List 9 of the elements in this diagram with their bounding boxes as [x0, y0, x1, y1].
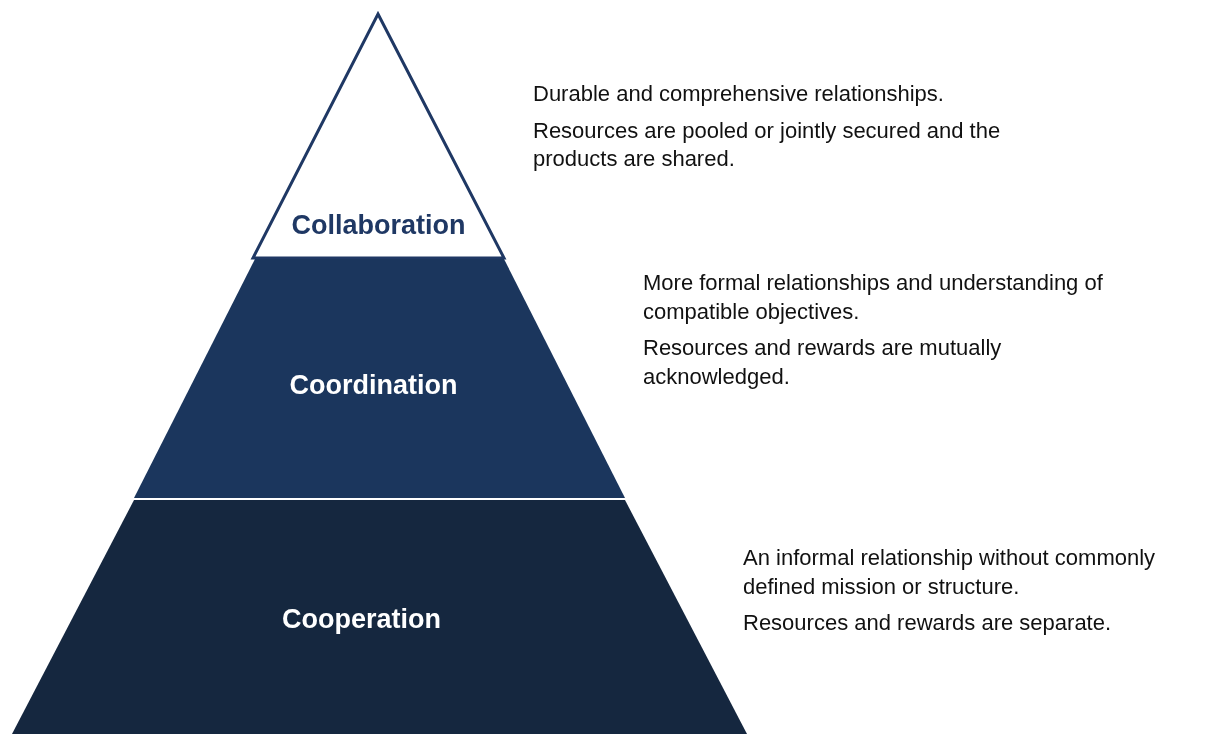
tier-label: Coordination [288, 370, 459, 401]
description-text: An informal relationship without commonly defined mission or structure. [743, 544, 1157, 601]
description-text: More formal relationships and understanding of compatible objectives. [643, 269, 1104, 326]
description-text: Resources and rewards are separate. [743, 609, 1113, 638]
tier-label: Cooperation [281, 604, 442, 635]
description-text: Durable and comprehensive relationships. [533, 80, 945, 108]
description-text: Resources are pooled or jointly secured and the products are shared. [533, 116, 1002, 174]
description-text: Resources and rewards are mutually acknowledged. [643, 334, 1003, 391]
tier-label: Collaboration [290, 210, 467, 241]
